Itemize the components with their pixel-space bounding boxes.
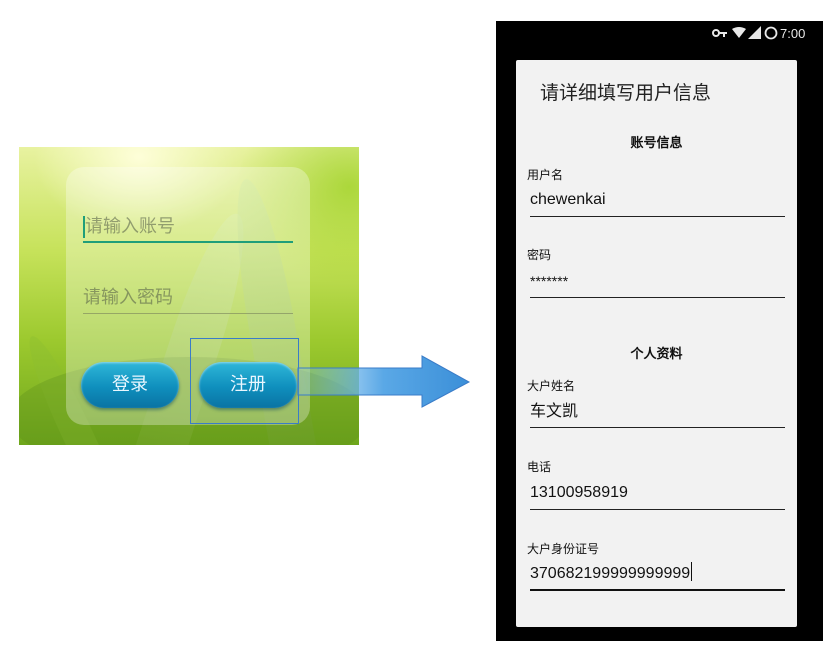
account-input[interactable]: 请输入账号 <box>83 213 293 243</box>
account-placeholder: 请输入账号 <box>85 216 175 237</box>
section-account-info: 账号信息 <box>630 136 683 151</box>
password-input[interactable]: 请输入密码 <box>83 284 293 314</box>
text-cursor <box>691 562 693 581</box>
register-button[interactable]: 注册 <box>199 362 297 408</box>
username-label: 用户名 <box>527 168 564 182</box>
real-name-label: 大户姓名 <box>527 379 576 393</box>
username-field[interactable]: chewenkai <box>530 187 785 217</box>
section-personal-info: 个人资料 <box>630 347 683 362</box>
phone-field[interactable]: 13100958919 <box>530 480 785 510</box>
id-number-label: 大户身份证号 <box>527 542 600 556</box>
key-icon <box>712 29 727 37</box>
id-number-field[interactable]: 370682199999999999 <box>530 561 785 591</box>
phone-screen: 7:00 请详细填写用户信息 账号信息 用户名 chewenkai 密码 ***… <box>496 21 823 641</box>
phone-label: 电话 <box>527 460 552 474</box>
real-name-field[interactable]: 车文凯 <box>530 398 785 428</box>
login-button[interactable]: 登录 <box>81 362 179 408</box>
password-placeholder: 请输入密码 <box>83 287 173 308</box>
register-highlight-box <box>190 338 299 424</box>
password-label: 密码 <box>527 248 552 262</box>
signal-icon <box>748 26 761 39</box>
wifi-icon <box>732 27 746 38</box>
arrow-right-icon <box>297 355 471 408</box>
id-number-value: 370682199999999999 <box>530 565 691 582</box>
register-dialog: 请详细填写用户信息 账号信息 用户名 chewenkai 密码 ******* … <box>516 60 797 627</box>
dialog-title: 请详细填写用户信息 <box>540 82 712 104</box>
password-field[interactable]: ******* <box>530 268 785 298</box>
status-time: 7:00 <box>780 26 806 41</box>
battery-icon <box>764 26 778 40</box>
status-bar: 7:00 <box>496 21 823 47</box>
